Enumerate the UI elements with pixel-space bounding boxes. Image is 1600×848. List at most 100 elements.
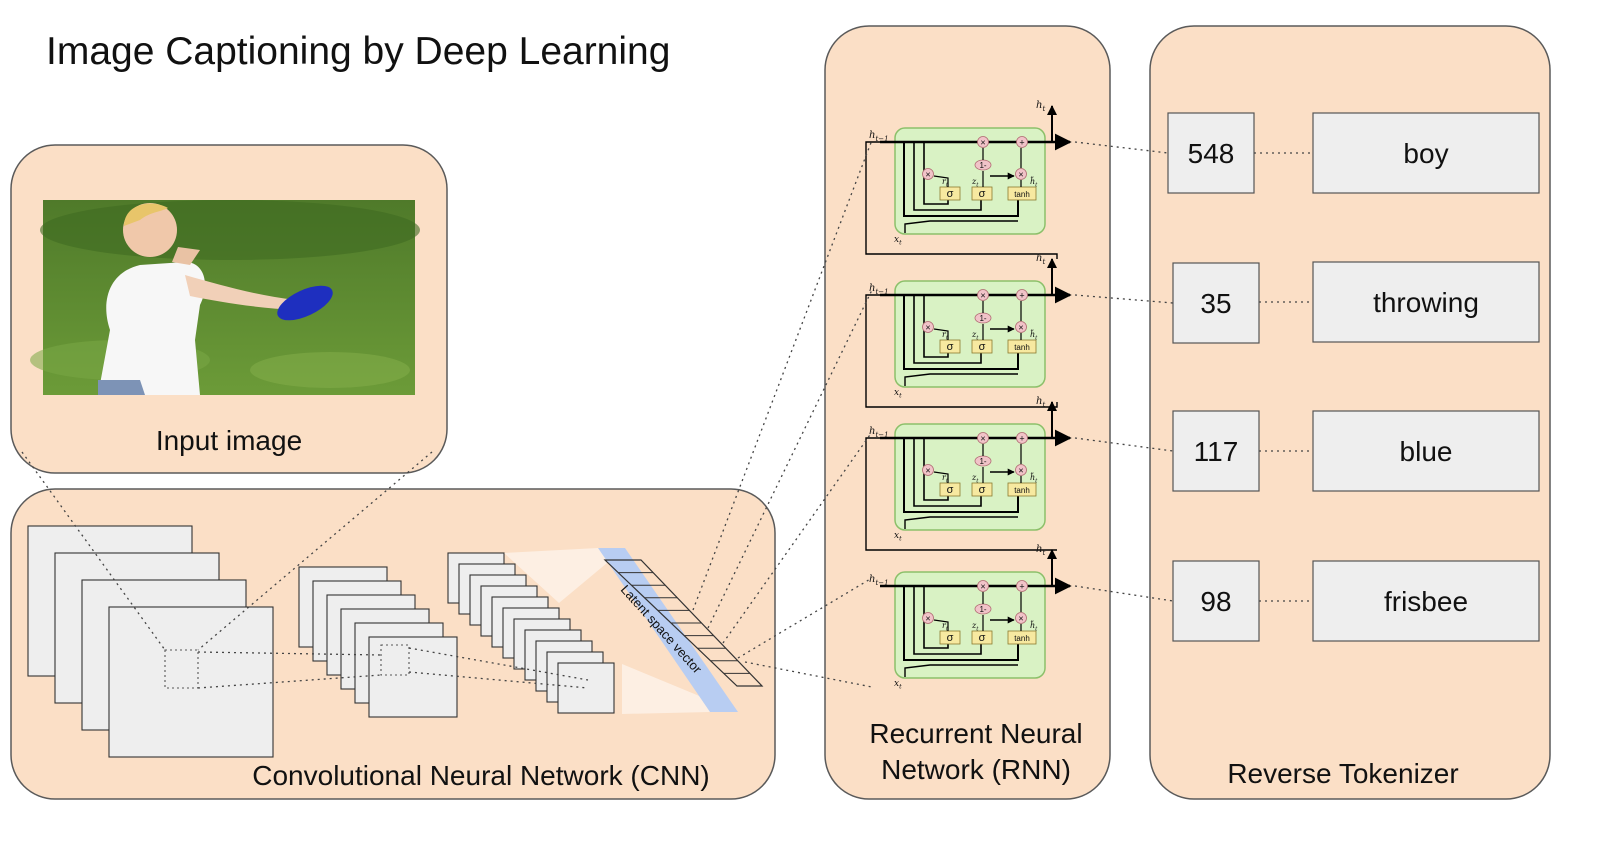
svg-text:rt: rt xyxy=(942,621,949,632)
conv1-map xyxy=(108,606,274,758)
svg-text:h̃t: h̃t xyxy=(1030,473,1038,484)
conv3-map xyxy=(557,662,615,714)
svg-text:σ: σ xyxy=(979,188,986,200)
token-row: 35 throwing xyxy=(1172,261,1540,344)
add-op xyxy=(1016,580,1028,592)
tanh-gate xyxy=(1007,482,1037,497)
svg-text:σ: σ xyxy=(947,484,954,496)
svg-text:zt: zt xyxy=(971,330,979,341)
svg-text:+: + xyxy=(1019,582,1024,592)
svg-text:1-: 1- xyxy=(979,457,986,466)
diagram-title: Image Captioning by Deep Learning xyxy=(46,30,670,73)
multiply-op xyxy=(1015,612,1027,624)
conv2-map xyxy=(368,636,458,718)
multiply-op xyxy=(922,464,934,476)
token-word-box xyxy=(1312,410,1540,492)
svg-text:h̃t: h̃t xyxy=(1030,177,1038,188)
multiply-op xyxy=(977,289,989,301)
svg-text:+: + xyxy=(1019,291,1024,301)
svg-text:ht: ht xyxy=(1036,253,1045,266)
svg-text:×: × xyxy=(1018,170,1023,180)
token-id: 117 xyxy=(1194,436,1239,467)
sigmoid-gate xyxy=(971,339,993,354)
multiply-op xyxy=(977,580,989,592)
conv-layer-group-1 xyxy=(27,525,274,758)
svg-text:×: × xyxy=(980,291,985,301)
svg-text:×: × xyxy=(925,170,930,180)
token-id: 548 xyxy=(1188,138,1235,169)
svg-text:×: × xyxy=(980,434,985,444)
svg-text:zt: zt xyxy=(971,473,979,484)
svg-text:1-: 1- xyxy=(979,314,986,323)
svg-text:+: + xyxy=(1019,434,1024,444)
svg-text:h̃t: h̃t xyxy=(1030,621,1038,632)
svg-text:rt: rt xyxy=(942,177,949,188)
svg-text:×: × xyxy=(925,614,930,624)
tanh-gate xyxy=(1007,186,1037,201)
svg-text:σ: σ xyxy=(947,632,954,644)
token-word: throwing xyxy=(1373,287,1479,318)
svg-text:rt: rt xyxy=(942,330,949,341)
svg-text:σ: σ xyxy=(979,484,986,496)
svg-text:xt: xt xyxy=(894,235,902,247)
rnn-label-line2: Network (RNN) xyxy=(881,754,1071,785)
token-id-box xyxy=(1172,262,1260,344)
token-word: blue xyxy=(1400,436,1453,467)
token-word: frisbee xyxy=(1384,586,1468,617)
input-image-panel: Input image xyxy=(10,144,448,474)
svg-text:×: × xyxy=(1018,323,1023,333)
svg-text:tanh: tanh xyxy=(1014,486,1030,495)
sigmoid-gate xyxy=(939,339,961,354)
conv-layer-group-3 xyxy=(447,548,738,714)
svg-text:×: × xyxy=(1018,466,1023,476)
token-word-box xyxy=(1312,112,1540,194)
svg-text:1-: 1- xyxy=(979,605,986,614)
svg-text:tanh: tanh xyxy=(1014,343,1030,352)
svg-text:×: × xyxy=(925,323,930,333)
multiply-op xyxy=(1015,464,1027,476)
svg-text:ht: ht xyxy=(1036,544,1045,557)
sigmoid-gate xyxy=(971,186,993,201)
token-row: 98 frisbee xyxy=(1172,560,1540,642)
svg-text:zt: zt xyxy=(971,177,979,188)
svg-text:ht: ht xyxy=(1036,100,1045,113)
token-id: 98 xyxy=(1200,586,1231,617)
svg-text:σ: σ xyxy=(947,188,954,200)
token-id-box xyxy=(1172,410,1260,492)
tanh-gate xyxy=(1007,339,1037,354)
sigmoid-gate xyxy=(939,186,961,201)
token-id-box xyxy=(1167,112,1255,194)
tokenizer-label: Reverse Tokenizer xyxy=(1227,758,1458,789)
svg-text:zt: zt xyxy=(971,621,979,632)
sigmoid-gate xyxy=(939,482,961,497)
svg-text:h̃t: h̃t xyxy=(1030,330,1038,341)
tanh-gate xyxy=(1007,630,1037,645)
multiply-op xyxy=(922,612,934,624)
token-id-box xyxy=(1172,560,1260,642)
cnn-panel: Latent space vector Convolutional Neural… xyxy=(10,488,776,800)
svg-text:×: × xyxy=(1018,614,1023,624)
svg-text:×: × xyxy=(980,582,985,592)
sigmoid-gate xyxy=(971,482,993,497)
svg-text:xt: xt xyxy=(894,388,902,400)
sigmoid-gate xyxy=(971,630,993,645)
svg-text:xt: xt xyxy=(894,531,902,543)
conv-layer-group-2 xyxy=(298,566,599,718)
token-word-box xyxy=(1312,560,1540,642)
rnn-label-line1: Recurrent Neural xyxy=(869,718,1082,749)
svg-text:tanh: tanh xyxy=(1014,634,1030,643)
cnn-label: Convolutional Neural Network (CNN) xyxy=(252,760,710,791)
token-id: 35 xyxy=(1200,288,1231,319)
svg-text:σ: σ xyxy=(979,632,986,644)
dotted-connectors xyxy=(21,139,1174,689)
svg-text:σ: σ xyxy=(947,341,954,353)
multiply-op xyxy=(922,321,934,333)
token-word-box xyxy=(1312,261,1540,343)
svg-text:xt: xt xyxy=(894,679,902,691)
